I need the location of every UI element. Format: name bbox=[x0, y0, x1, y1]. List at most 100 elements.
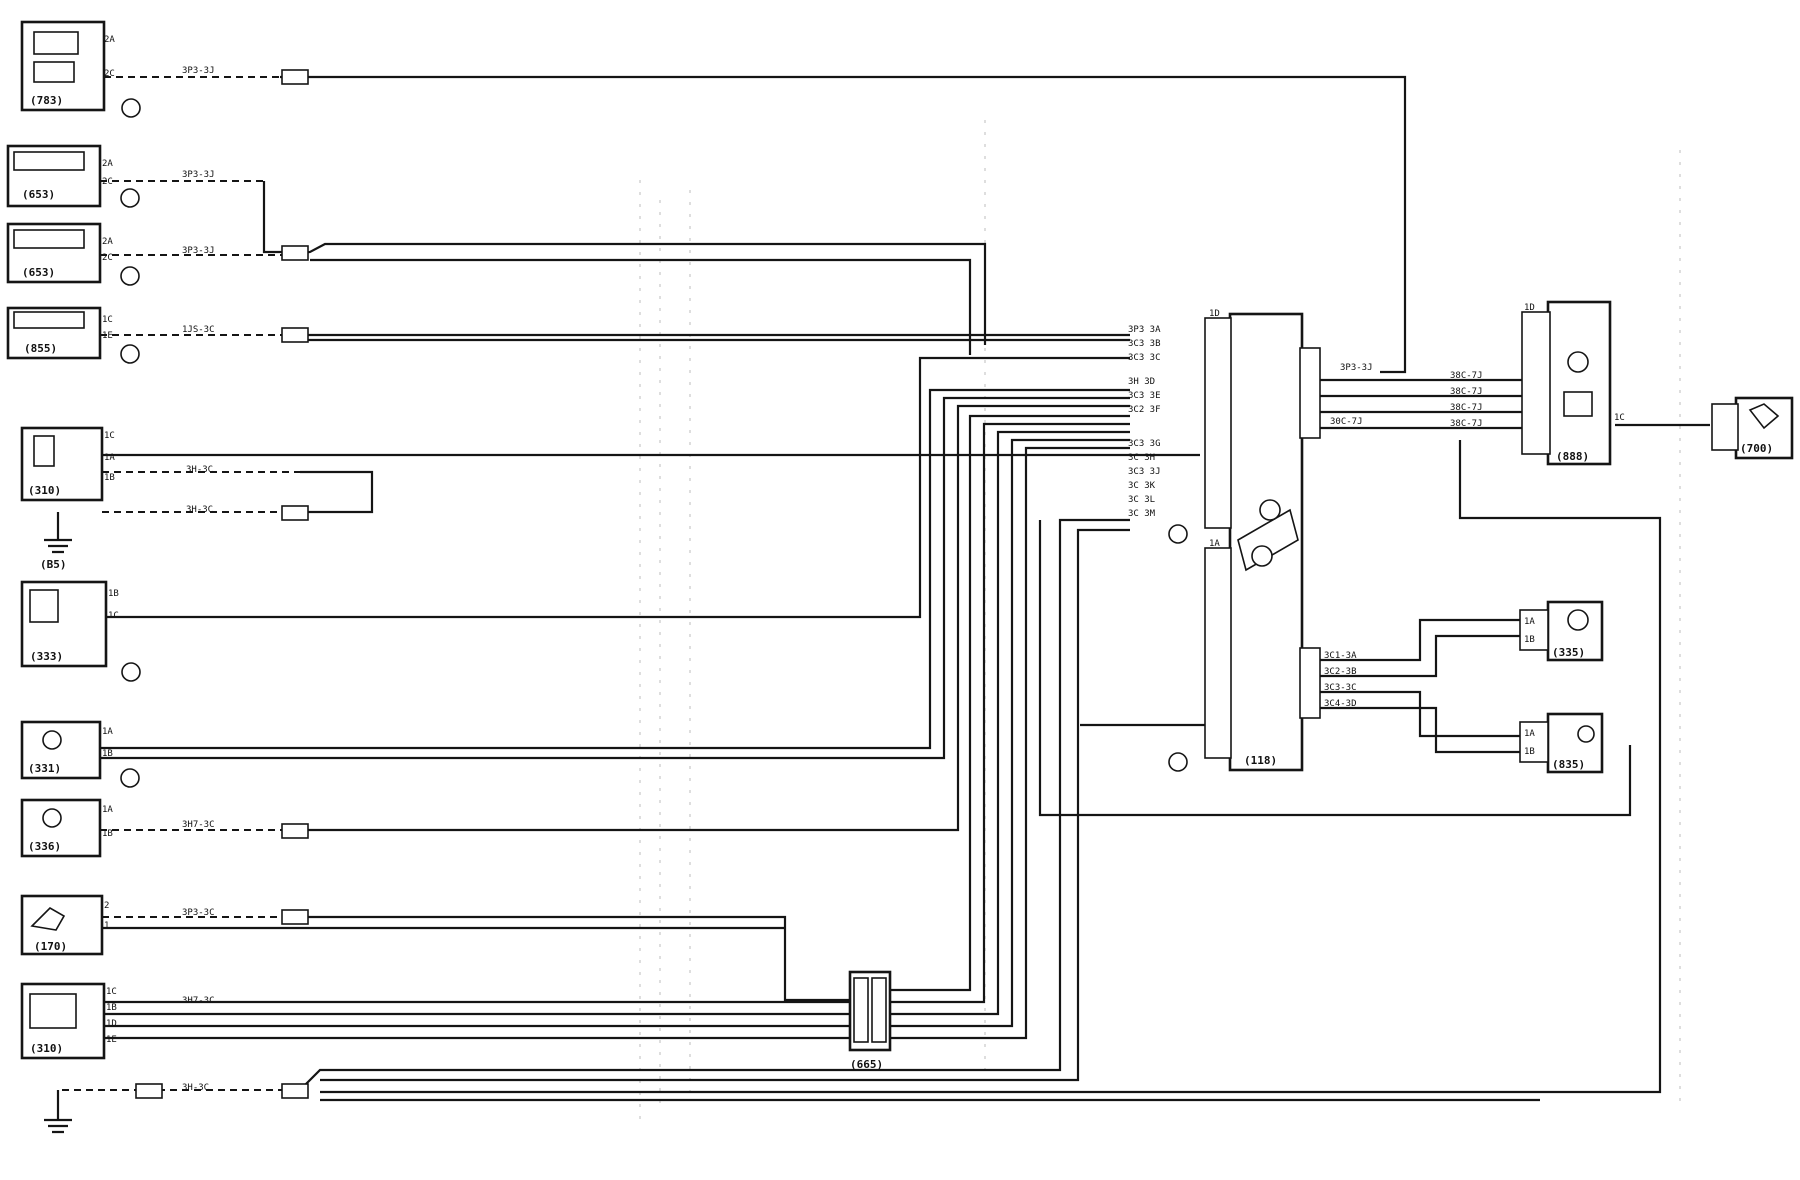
ecu-wire-codes: 3P3 3A 3C3 3B 3C3 3C 3H 3D 3C3 3E 3C2 3F… bbox=[1128, 325, 1161, 519]
component-u7: (331) 1A 1B bbox=[20, 720, 140, 788]
u9-pin-b: 1 bbox=[104, 921, 109, 931]
ecu-code-2: 3C3 3B bbox=[1128, 339, 1161, 349]
ecu-code-10: 3C 3K bbox=[1128, 481, 1156, 491]
ecu-code-6: 3C2 3F bbox=[1128, 405, 1161, 415]
u2-label: (653) bbox=[22, 188, 55, 201]
component-u6: (333) 1B 1C bbox=[20, 580, 141, 682]
module-code-2: 38C-7J bbox=[1450, 387, 1483, 397]
wire-code-5: 3H-3C bbox=[186, 465, 213, 475]
ecu-code-3: 3C3 3C bbox=[1128, 353, 1161, 363]
ecu-code-12: 3C 3M bbox=[1128, 509, 1156, 519]
u7-pin-a: 1A bbox=[102, 727, 113, 737]
wire-code-7: 3H7-3C bbox=[182, 820, 215, 830]
module-code-3: 38C-7J bbox=[1450, 403, 1483, 413]
sensor-b-label: (835) bbox=[1552, 758, 1585, 771]
sensor-code-2: 3C2-3B bbox=[1324, 667, 1357, 677]
u3-pin-b: 2C bbox=[102, 253, 113, 263]
component-u4: (855) 1C 1E bbox=[6, 306, 140, 364]
u1-ground-symbol bbox=[121, 98, 141, 118]
module-code-1: 38C-7J bbox=[1450, 371, 1483, 381]
wires bbox=[62, 75, 1710, 1102]
u5-pin-b: 1A bbox=[104, 453, 115, 463]
u5-label: (310) bbox=[28, 484, 61, 497]
ecu-block: (118) 1D 1A bbox=[1168, 309, 1321, 772]
u3-pin-a: 2A bbox=[102, 237, 113, 247]
ground-label: (B5) bbox=[40, 558, 67, 571]
u8-label: (336) bbox=[28, 840, 61, 853]
sensor-b-pin-b: 1B bbox=[1524, 747, 1535, 757]
connector-far-right: (700) bbox=[1711, 396, 1794, 460]
sensor-a-pin-a: 1A bbox=[1524, 617, 1535, 627]
u10-pin-d: 1E bbox=[106, 1035, 117, 1045]
module-right-label: (888) bbox=[1556, 450, 1589, 463]
wire-code-1: 3P3-3J bbox=[182, 66, 215, 76]
u4-ground-symbol bbox=[120, 344, 140, 364]
u7-ground-symbol bbox=[120, 768, 140, 788]
sensor-b: (835) 1A 1B bbox=[1519, 712, 1604, 774]
u7-pin-b: 1B bbox=[102, 749, 113, 759]
module-code-4: 38C-7J bbox=[1450, 419, 1483, 429]
module-right-pin-top: 1D bbox=[1524, 303, 1535, 313]
module-right: (888) 1D 1C bbox=[1521, 300, 1625, 466]
u9-pin-a: 2 bbox=[104, 901, 109, 911]
component-u5: (310) 1C 1A 1B (B5) bbox=[20, 426, 115, 571]
u3-label: (653) bbox=[22, 266, 55, 279]
ecu-code-4: 3H 3D bbox=[1128, 377, 1155, 387]
module-wire-codes: 38C-7J 38C-7J 38C-7J 38C-7J bbox=[1450, 371, 1483, 429]
ecu-code-8: 3C 3H bbox=[1128, 453, 1155, 463]
junction-bottom: (665) bbox=[848, 970, 892, 1071]
junction-bottom-label: (665) bbox=[850, 1058, 883, 1071]
u1-label: (783) bbox=[30, 94, 63, 107]
u1-pin-b: 2C bbox=[104, 69, 115, 79]
wire-code-11: 3P3-3J bbox=[1340, 363, 1373, 373]
u4-pin-a: 1C bbox=[102, 315, 113, 325]
splices bbox=[135, 69, 309, 1099]
ecu-pin-top: 1D bbox=[1209, 309, 1220, 319]
ecu-code-1: 3P3 3A bbox=[1128, 325, 1161, 335]
module-right-pin-side: 1C bbox=[1614, 413, 1625, 423]
u5-pin-c: 1B bbox=[104, 473, 115, 483]
u2-ground-symbol bbox=[120, 188, 140, 208]
wire-code-8: 3P3-3C bbox=[182, 908, 215, 918]
ecu-label: (118) bbox=[1244, 754, 1277, 767]
ecu-ground-symbol-1 bbox=[1168, 524, 1188, 544]
ground-bottom bbox=[44, 1090, 72, 1134]
sensor-b-pin-a: 1A bbox=[1524, 729, 1535, 739]
u10-pin-c: 1D bbox=[106, 1019, 117, 1029]
u7-label: (331) bbox=[28, 762, 61, 775]
u6-label: (333) bbox=[30, 650, 63, 663]
wire-code-12: 30C-7J bbox=[1330, 417, 1363, 427]
ecu-ground-symbol-2 bbox=[1168, 752, 1188, 772]
component-u2: (653) 2A 2C bbox=[6, 144, 140, 208]
component-u1: (783) 2A 2C bbox=[20, 20, 141, 118]
u10-pin-a: 1C bbox=[106, 987, 117, 997]
wire-code-10: 3H-3C bbox=[182, 1083, 209, 1093]
u10-label: (310) bbox=[30, 1042, 63, 1055]
u6-pin-a: 1B bbox=[108, 589, 119, 599]
sensor-code-1: 3C1-3A bbox=[1324, 651, 1357, 661]
u2-pin-a: 2A bbox=[102, 159, 113, 169]
component-u8: (336) 1A 1B bbox=[20, 798, 113, 858]
u1-pin-a: 2A bbox=[104, 35, 115, 45]
u8-pin-a: 1A bbox=[102, 805, 113, 815]
u5-pin-a: 1C bbox=[104, 431, 115, 441]
u2-pin-b: 2C bbox=[102, 177, 113, 187]
sensor-code-3: 3C3-3C bbox=[1324, 683, 1357, 693]
sensor-wire-codes: 3C1-3A 3C2-3B 3C3-3C 3C4-3D bbox=[1324, 651, 1357, 709]
u3-ground-symbol bbox=[120, 266, 140, 286]
u10-pin-b: 1B bbox=[106, 1003, 117, 1013]
wire-code-4: 1JS-3C bbox=[182, 325, 215, 335]
ecu-code-9: 3C3 3J bbox=[1128, 467, 1161, 477]
wire-code-3: 3P3-3J bbox=[182, 246, 215, 256]
u8-pin-b: 1B bbox=[102, 829, 113, 839]
component-u10: (310) 1C 1B 1D 1E bbox=[20, 982, 117, 1060]
u4-label: (855) bbox=[24, 342, 57, 355]
u9-label: (170) bbox=[34, 940, 67, 953]
u4-pin-b: 1E bbox=[102, 331, 113, 341]
ecu-pin-bottom: 1A bbox=[1209, 539, 1220, 549]
component-u9: (170) 2 1 bbox=[20, 894, 109, 956]
connector-far-label: (700) bbox=[1740, 442, 1773, 455]
u5-ground-symbol bbox=[44, 512, 72, 554]
sensor-a-pin-b: 1B bbox=[1524, 635, 1535, 645]
